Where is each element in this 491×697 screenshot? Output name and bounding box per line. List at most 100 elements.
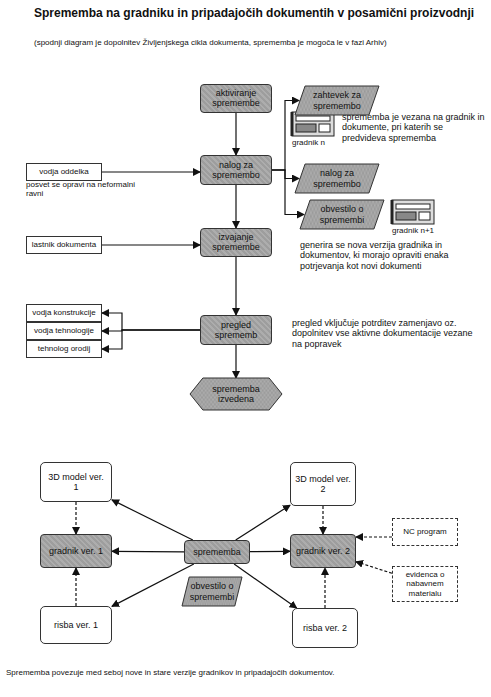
connector-arrow (322, 506, 323, 534)
node-label: obvestilo o spremembi (190, 581, 235, 602)
connector-arrow (102, 244, 200, 245)
connector-arrow (356, 562, 392, 574)
node-label: NC program (403, 527, 447, 536)
connector-arrow (272, 101, 299, 171)
node-texts: nalog za spremembo (205, 160, 267, 181)
node-texts: zahtevek za spremembo (306, 90, 368, 111)
node-label: gradnik ver. 1 (49, 546, 103, 556)
node-label: obvestilo o spremembi (311, 204, 373, 225)
note-text: generira se nova verzija gradnika in dok… (300, 240, 484, 271)
caption: Sprememba povezuje med seboj nove in sta… (6, 668, 486, 677)
process-box: gradnik ver. 1 (40, 534, 112, 568)
data-parallelogram: obvestilo o spremembi (182, 577, 242, 606)
node-texts: gradnik ver. 2 (296, 546, 350, 556)
part-icon (292, 112, 334, 136)
shape-outline (190, 378, 282, 410)
shape-outline (182, 577, 242, 606)
note-text: (spodnji diagram je dopolnitev Življenjs… (34, 38, 474, 47)
connector-arrow (112, 500, 193, 540)
node-label: aktiviranje spremembe (205, 88, 267, 109)
node-texts: izvajanje spremembe (205, 232, 267, 253)
node-label: tehnolog orodij (38, 344, 90, 353)
process-box: risba ver. 1 (40, 606, 112, 644)
node-texts: vodja konstrukcije (32, 308, 96, 317)
data-parallelogram: nalog za spremembo (295, 164, 379, 193)
node-texts: sprememba izvedena (204, 384, 268, 405)
node-texts: aktiviranje spremembe (205, 88, 267, 109)
node-texts: risba ver. 1 (54, 620, 98, 630)
connector-arrow (235, 185, 236, 228)
shape-outline (300, 200, 384, 229)
connector-arrow (112, 551, 184, 553)
process-box: NC program (392, 518, 458, 546)
node-texts: tehnolog orodij (38, 344, 90, 353)
connector-arrow (356, 536, 392, 537)
shape-outline (295, 86, 379, 115)
node-texts: 3D model ver. 2 (295, 474, 351, 495)
node-texts: risba ver. 2 (303, 623, 347, 633)
node-label: 3D model ver. 2 (295, 474, 351, 495)
connector-arrow (250, 551, 290, 553)
node-label: risba ver. 1 (54, 620, 98, 630)
note-text: gradnik n+1 (392, 226, 448, 235)
node-texts: lastnik dokumenta (32, 240, 96, 249)
node-label: risba ver. 2 (303, 623, 347, 633)
connector-arrow (75, 502, 76, 534)
process-box: aktiviranje spremembe (200, 84, 272, 113)
process-box: gradnik ver. 2 (290, 534, 356, 568)
process-box: tehnolog orodij (26, 340, 102, 358)
connector-arrow (324, 568, 325, 608)
data-parallelogram: obvestilo o spremembi (300, 200, 384, 229)
note-text: gradnik n (292, 138, 340, 147)
node-texts: vodja oddelka (39, 167, 88, 176)
node-texts: nalog za spremembo (306, 168, 368, 189)
node-label: lastnik dokumenta (32, 240, 96, 249)
end-hexagon: sprememba izvedena (190, 378, 282, 410)
connector-arrow (102, 171, 200, 172)
connector-arrow (236, 505, 290, 540)
data-parallelogram: zahtevek za spremembo (295, 86, 379, 115)
node-texts: NC program (403, 527, 447, 536)
process-box: vodja konstrukcije (26, 304, 102, 322)
note-text: sprememba je vezana na gradnik in dokume… (342, 112, 486, 143)
node-label: 3D model ver. 1 (45, 472, 107, 493)
node-texts: obvestilo o spremembi (190, 581, 235, 602)
note-text: pregled vključuje potrditev zamenjavo oz… (292, 318, 482, 349)
connector-arrow (235, 113, 236, 155)
process-box: vodja tehnologije (26, 322, 102, 340)
node-texts: sprememba (193, 547, 241, 557)
process-box: sprememba (184, 540, 250, 564)
node-texts: pregled sprememb (205, 320, 267, 341)
process-box: nalog za spremembo (200, 155, 272, 185)
process-box: 3D model ver. 2 (290, 462, 356, 506)
node-label: gradnik ver. 2 (296, 546, 350, 556)
node-label: izvajanje spremembe (205, 232, 267, 253)
node-label: sprememba izvedena (204, 384, 268, 405)
node-label: sprememba (193, 547, 241, 557)
node-label: zahtevek za spremembo (306, 90, 368, 111)
connector-arrow (102, 313, 200, 330)
process-box: vodja oddelka (26, 163, 102, 181)
node-label: vodja tehnologije (34, 326, 94, 335)
shape-outline (295, 164, 379, 193)
node-texts: 3D model ver. 1 (45, 472, 107, 493)
process-box: evidenca o nabavnem materialu (392, 566, 458, 602)
node-label: nalog za spremembo (306, 168, 368, 189)
process-box: risba ver. 2 (292, 608, 358, 648)
process-box: 3D model ver. 1 (40, 462, 112, 502)
connector-arrow (235, 257, 236, 315)
node-label: nalog za spremembo (205, 160, 267, 181)
connector-arrow (102, 330, 200, 349)
diagram-title: Sprememba na gradniku in pripadajočih do… (34, 6, 486, 20)
part-icon (392, 200, 434, 224)
node-label: pregled sprememb (205, 320, 267, 341)
node-label: vodja oddelka (39, 167, 88, 176)
node-texts: evidenca o nabavnem materialu (396, 570, 454, 598)
process-box: izvajanje spremembe (200, 228, 272, 257)
node-label: vodja konstrukcije (32, 308, 96, 317)
process-box: pregled sprememb (200, 315, 272, 345)
connector-arrow (112, 564, 194, 606)
node-texts: vodja tehnologije (34, 326, 94, 335)
node-texts: obvestilo o spremembi (311, 204, 373, 225)
note-text: posvet se opravi na neformalni ravni (26, 180, 136, 198)
